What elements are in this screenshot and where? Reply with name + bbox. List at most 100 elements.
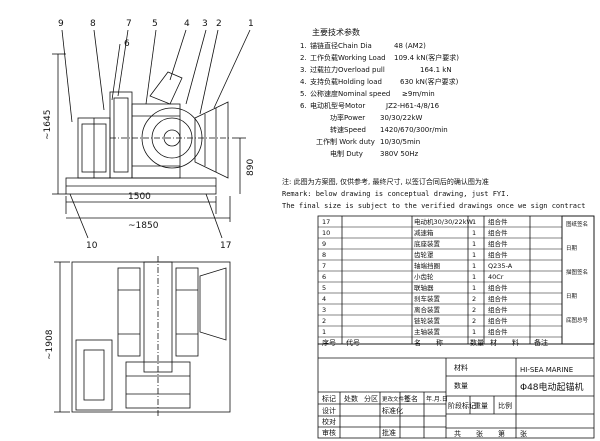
spec-5-label: 公称速度Nominal speed [310, 89, 390, 98]
callout-4: 4 [184, 19, 190, 29]
bom-cell: 1 [322, 328, 326, 336]
sheet-num-a: 第 [498, 429, 505, 438]
bom-header-cell: 料 [512, 338, 519, 347]
bom-cell: 小齿轮 [414, 272, 434, 281]
callout-6: 6 [124, 39, 130, 49]
bom-side-label: 图纸签名 [566, 220, 588, 228]
warping-head [194, 101, 229, 179]
motor [131, 103, 181, 179]
bom-cell: 组合件 [488, 316, 508, 325]
weight-label: 重量 [474, 402, 488, 410]
bom-side-label: 底图总号 [566, 316, 589, 324]
bom-cell: 2 [472, 317, 476, 325]
sheet-num-b: 张 [520, 429, 527, 438]
motor-supply-label: 电制 Duty [330, 149, 363, 158]
bom-cell: 40Cr [488, 273, 504, 281]
spec-3-value: 164.1 kN [420, 66, 452, 74]
bom-cell: 5 [322, 284, 326, 292]
rev-header-sign: 签名 [404, 394, 418, 403]
bom-cell: 组合件 [488, 305, 508, 314]
bom-cell: 组合件 [488, 239, 508, 248]
spec-3-no: 3. [300, 66, 307, 74]
bom-cell: 2 [472, 295, 476, 303]
bom-cell: 1 [472, 262, 476, 270]
side-label-column [561, 215, 595, 345]
company-name: HI-SEA MARINE [520, 366, 573, 374]
rev-header-doc: 更改文件号 [382, 395, 410, 403]
dim-overall-length: ~1850 [128, 221, 159, 231]
role-design: 设计 [322, 406, 336, 415]
motor-power-label: 功率Power [330, 113, 365, 122]
rev-header-date: 年.月.日 [426, 395, 448, 403]
spec-5-no: 5. [300, 90, 307, 98]
bom-cell: 组合件 [488, 294, 508, 303]
bom-cell: 17 [322, 218, 330, 226]
spec-4-label: 支持负载Holding load [310, 77, 382, 86]
title-block: 材料 数量 HI-SEA MARINE Φ48电动起锚机 阶段标记 重量 比例 … [322, 363, 584, 438]
spec-4-value: 630 kN(客户要求) [400, 77, 459, 86]
gear-cover [109, 91, 133, 179]
bom-cell: 组合件 [488, 283, 508, 292]
spec-2-no: 2. [300, 54, 307, 62]
plan-outline [71, 261, 231, 413]
bom-header-cell: 名 [414, 338, 421, 347]
spec-2-label: 工作负载Working Load [310, 53, 386, 62]
bom-cell: 联轴器 [414, 283, 434, 292]
bom-header-cell: 数量 [470, 338, 484, 347]
bom-cell: 10 [322, 229, 330, 237]
bom-cell: 1 [472, 218, 476, 226]
bom-cell: 减速箱 [414, 228, 434, 237]
plan-warping-head [199, 267, 227, 341]
plan-chain-wheel-left [117, 267, 141, 357]
quantity-label: 数量 [454, 381, 468, 390]
spec-4-no: 4. [300, 78, 307, 86]
bom-cell: 1 [472, 240, 476, 248]
callout-10: 10 [86, 241, 98, 251]
spec-6-label: 电动机型号Motor [310, 101, 365, 110]
bom-header-cell: 称 [436, 338, 443, 347]
bom-header-cell: 备注 [534, 338, 548, 347]
dim-overall-height: ~1645 [43, 110, 53, 140]
bom-cell: 组合件 [488, 228, 508, 237]
bom-cell: 7 [322, 262, 326, 270]
bom-header-cell: 代号 [346, 338, 360, 347]
bom-cell: 组合件 [488, 327, 508, 336]
bom-cell: 组合件 [488, 217, 508, 226]
bom-cell: 1 [472, 328, 476, 336]
callout-5: 5 [152, 19, 158, 29]
spec-3-label: 过载拉力Overload pull [310, 65, 385, 74]
bom-side-label: 日期 [566, 293, 578, 300]
callout-17: 17 [220, 241, 231, 251]
callout-9: 9 [58, 19, 64, 29]
dim-base-length: 1500 [128, 192, 151, 202]
bom-table-lines [317, 215, 595, 345]
bom-cell: 离合装置 [414, 305, 441, 314]
rev-header-count: 处数 [344, 394, 358, 403]
bom-side-label: 描图签名 [566, 268, 588, 276]
motor-speed-label: 转速Speed [330, 125, 366, 134]
bom-cell: 主轴装置 [414, 327, 441, 336]
callout-8: 8 [90, 19, 96, 29]
bom-side-label: 日期 [566, 245, 578, 252]
bom-header-cell: 序号 [322, 338, 336, 347]
bom-cell: 6 [322, 273, 326, 281]
role-check: 校对 [322, 417, 336, 426]
callout-3: 3 [202, 19, 208, 29]
spec-1-label: 锚链直径Chain Dia [310, 41, 372, 50]
motor-speed-value: 1420/670/300r/min [380, 126, 448, 134]
motor-power-value: 30/30/22kW [380, 114, 422, 122]
dim-plan-depth: ~1908 [45, 329, 55, 360]
brake-arm [149, 71, 183, 105]
bom-cell: 3 [322, 306, 326, 314]
notes-block: 注: 此图为方案图, 仅供参考, 最终尺寸, 以签订合同后的确认图为准 Rema… [282, 177, 585, 210]
stage-mark-label: 阶段标记 [448, 401, 476, 410]
sheet-total-b: 张 [476, 429, 483, 438]
spec-6-no: 6. [300, 102, 307, 110]
bom-cell: 组合件 [488, 250, 508, 259]
callout-7: 7 [126, 19, 132, 29]
bom-cell: 齿轮罩 [414, 250, 434, 259]
bom-cell: 1 [472, 229, 476, 237]
callout-labels: 9 8 7 6 5 4 3 2 1 10 17 [58, 19, 254, 251]
spec-6-value: JZ2-H61-4/8/16 [385, 102, 440, 110]
